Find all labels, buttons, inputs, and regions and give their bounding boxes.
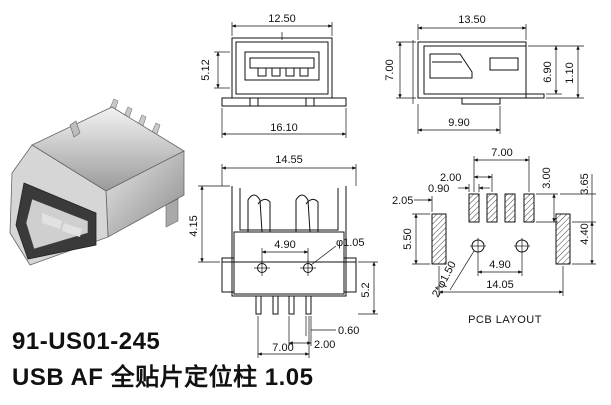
front-width-top-label: 12.50 — [268, 13, 296, 25]
pcb-pad-length-label: 3.00 — [541, 167, 553, 188]
pcb-total-width-label: 14.05 — [486, 279, 514, 291]
bottom-offset-label: 4.15 — [188, 215, 200, 236]
side-height-label: 7.00 — [384, 59, 396, 80]
bottom-peg-spacing-label: 4.90 — [274, 239, 295, 251]
pcb-hole-callout-label: 2*φ1.50 — [430, 259, 459, 299]
side-pin-length-label: 9.90 — [448, 117, 469, 129]
bottom-width-label: 14.55 — [275, 154, 303, 166]
connector-photo — [9, 98, 185, 266]
bottom-pin-width-label: 0.60 — [338, 325, 359, 337]
bottom-pin-span-label: 7.00 — [272, 342, 293, 354]
bottom-depth-label: 5.2 — [360, 282, 372, 297]
product-title: USB AF 全贴片定位柱 1.05 — [12, 364, 314, 391]
side-length-label: 13.50 — [458, 14, 486, 26]
side-thickness-label: 1.10 — [564, 62, 576, 83]
pcb-offset-right-label: 3.65 — [579, 173, 591, 194]
pcb-height-left-label: 5.50 — [402, 228, 414, 249]
bottom-view: 14.55 4.15 4.90 φ1.05 5.2 0.60 2.00 7.00 — [188, 154, 378, 358]
pcb-left-offset-label: 2.05 — [392, 195, 413, 207]
front-height-label: 5.12 — [200, 59, 212, 80]
pcb-pad-width-label: 0.90 — [428, 183, 449, 195]
bottom-pin-pitch-label: 2.00 — [314, 339, 335, 351]
pcb-height-right-label: 4.40 — [579, 223, 591, 244]
pcb-pad-span-label: 7.00 — [491, 147, 512, 159]
pcb-peg-spacing-label: 4.90 — [489, 259, 510, 271]
front-width-bottom-label: 16.10 — [270, 122, 298, 134]
pcb-pad-pitch-label: 2.00 — [440, 172, 461, 184]
side-view: 13.50 7.00 6.90 1.10 9.90 — [384, 14, 584, 134]
pcb-layout-label: PCB LAYOUT — [468, 314, 542, 326]
pcb-layout: 7.00 2.00 0.90 3.00 3.65 4.40 2.05 5.50 — [392, 147, 596, 326]
bottom-peg-diameter-label: φ1.05 — [336, 237, 365, 249]
front-view: 12.50 5.12 16.10 — [200, 13, 347, 138]
side-height-right-label: 6.90 — [542, 61, 554, 82]
part-number: 91-US01-245 — [12, 328, 161, 355]
